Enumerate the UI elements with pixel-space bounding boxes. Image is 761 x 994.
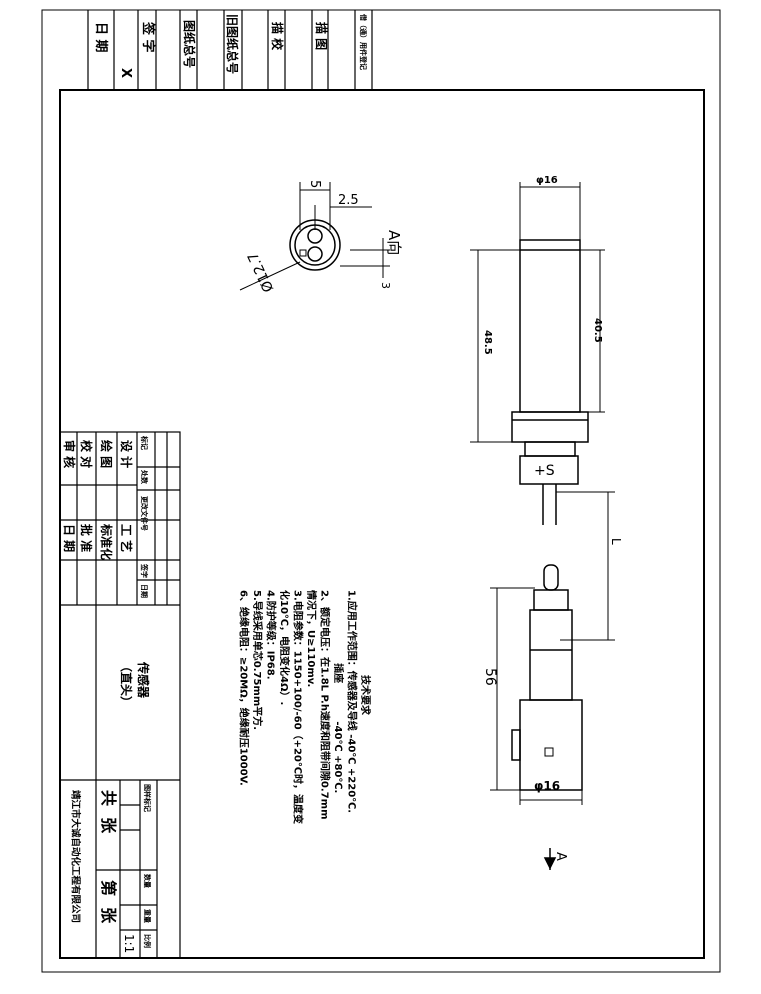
role-review: 审 核 <box>62 440 76 469</box>
terminal-label: +S <box>534 463 555 479</box>
role-check: 校 对 <box>79 440 93 469</box>
dim-body-length: 40.5 <box>592 318 603 343</box>
tech-line: 插座 -40℃ +80℃. <box>332 590 343 794</box>
dim-cable-length: L <box>609 538 623 545</box>
dim-overall-length: 48.5 <box>482 330 493 355</box>
plug <box>490 564 583 870</box>
stamp-signature: 签 字 <box>140 22 155 53</box>
stamp-trace: 描 图 <box>314 22 328 51</box>
role-approve: 批 准 <box>79 524 93 553</box>
rev-header: 更改文件号 <box>140 496 148 531</box>
header-weight: 重量 <box>143 909 151 923</box>
scale-value: 1:1 <box>122 934 136 954</box>
rev-header: 签字 <box>140 564 148 578</box>
tech-line: 3.电阻参数：1150+100/-60（+20℃时，温度变 <box>291 590 303 824</box>
tech-line: 4.防护等级：IP68. <box>264 590 276 680</box>
header-scale: 比例 <box>143 934 151 948</box>
stamp-x: X <box>118 68 133 79</box>
role-date: 日 期 <box>62 524 76 553</box>
tech-line: 2、额定电压：在1.8L P.h速度和阻带间隙0.7mm <box>318 590 330 820</box>
a-view-label: A向 <box>385 230 403 256</box>
dim-end-width: 5 <box>307 180 322 189</box>
rev-header: 标记 <box>140 436 148 450</box>
part-name: 传感器 <box>136 662 150 699</box>
tech-line: 6、绝缘电阻：≥20MΩ，绝缘耐压1000V. <box>237 590 249 786</box>
a-arrow-label: A <box>553 852 568 861</box>
header-pattern-mark: 图样标记 <box>143 784 151 812</box>
stamp-table <box>87 10 373 90</box>
dim-top-diameter: φ16 <box>536 175 558 186</box>
dim-end-depth: 3 <box>379 282 392 289</box>
tech-line: 5.导线采用单芯0.75mm平方. <box>251 590 262 731</box>
role-drawing: 绘 图 <box>99 440 113 469</box>
tech-line: 情况下，U≥110mv. <box>305 590 316 688</box>
role-process: 工 艺 <box>119 524 133 553</box>
sensor-body <box>470 182 615 641</box>
dim-plug-length: 56 <box>482 668 498 686</box>
dim-end-offset: 2.5 <box>338 193 359 208</box>
sheet-number: 第 张 <box>99 880 118 924</box>
company-name: 靖江市大诚自动化工程有限公司 <box>69 790 81 924</box>
tech-line: 1.应用工作范围：传感器及导线 -40℃ +220℃. <box>345 590 357 814</box>
role-standard: 标准化 <box>99 524 113 561</box>
part-subtitle: （直头） <box>119 660 133 709</box>
technical-requirements: 技术要求 1.应用工作范围：传感器及导线 -40℃ +220℃. 插座 -40℃… <box>236 590 371 824</box>
stamp-old-drawing-no: 旧图纸总号 <box>225 14 239 75</box>
stamp-date: 日 期 <box>93 22 108 53</box>
stamp-borrowed-register: 借（通）用件登记 <box>359 14 367 70</box>
rev-header: 日期 <box>140 584 148 598</box>
stamp-trace-check: 描 校 <box>270 22 284 51</box>
outer-frame <box>41 9 721 973</box>
end-view <box>239 182 390 291</box>
role-design: 设 计 <box>119 440 133 469</box>
title-block <box>59 431 181 959</box>
stamp-drawing-no: 图纸总号 <box>182 20 196 69</box>
dim-plug-diameter: φ16 <box>534 779 561 793</box>
tech-title: 技术要求 <box>359 675 370 715</box>
sheets-total: 共 张 <box>99 790 118 834</box>
tech-line: 化10℃，电阻变化4Ω）. <box>278 590 289 706</box>
rev-header: 处数 <box>140 470 148 484</box>
header-quantity: 数量 <box>143 874 151 888</box>
